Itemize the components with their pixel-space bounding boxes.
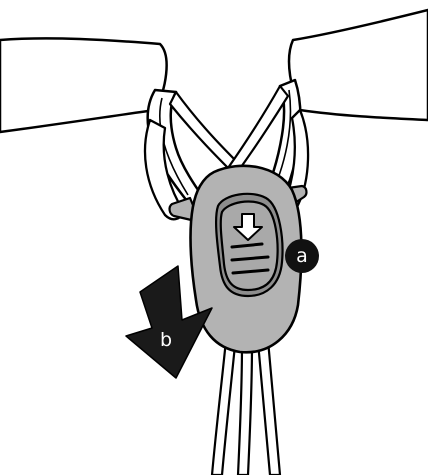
lower-strap-right xyxy=(258,340,280,475)
lower-strap-left xyxy=(212,340,235,475)
callout-a-label: a xyxy=(296,245,308,267)
lower-strap-center xyxy=(238,345,252,475)
right-arm xyxy=(289,10,428,120)
callout-b-label: b xyxy=(160,329,172,351)
left-arm xyxy=(0,38,167,132)
callout-a-badge: a xyxy=(285,239,319,273)
